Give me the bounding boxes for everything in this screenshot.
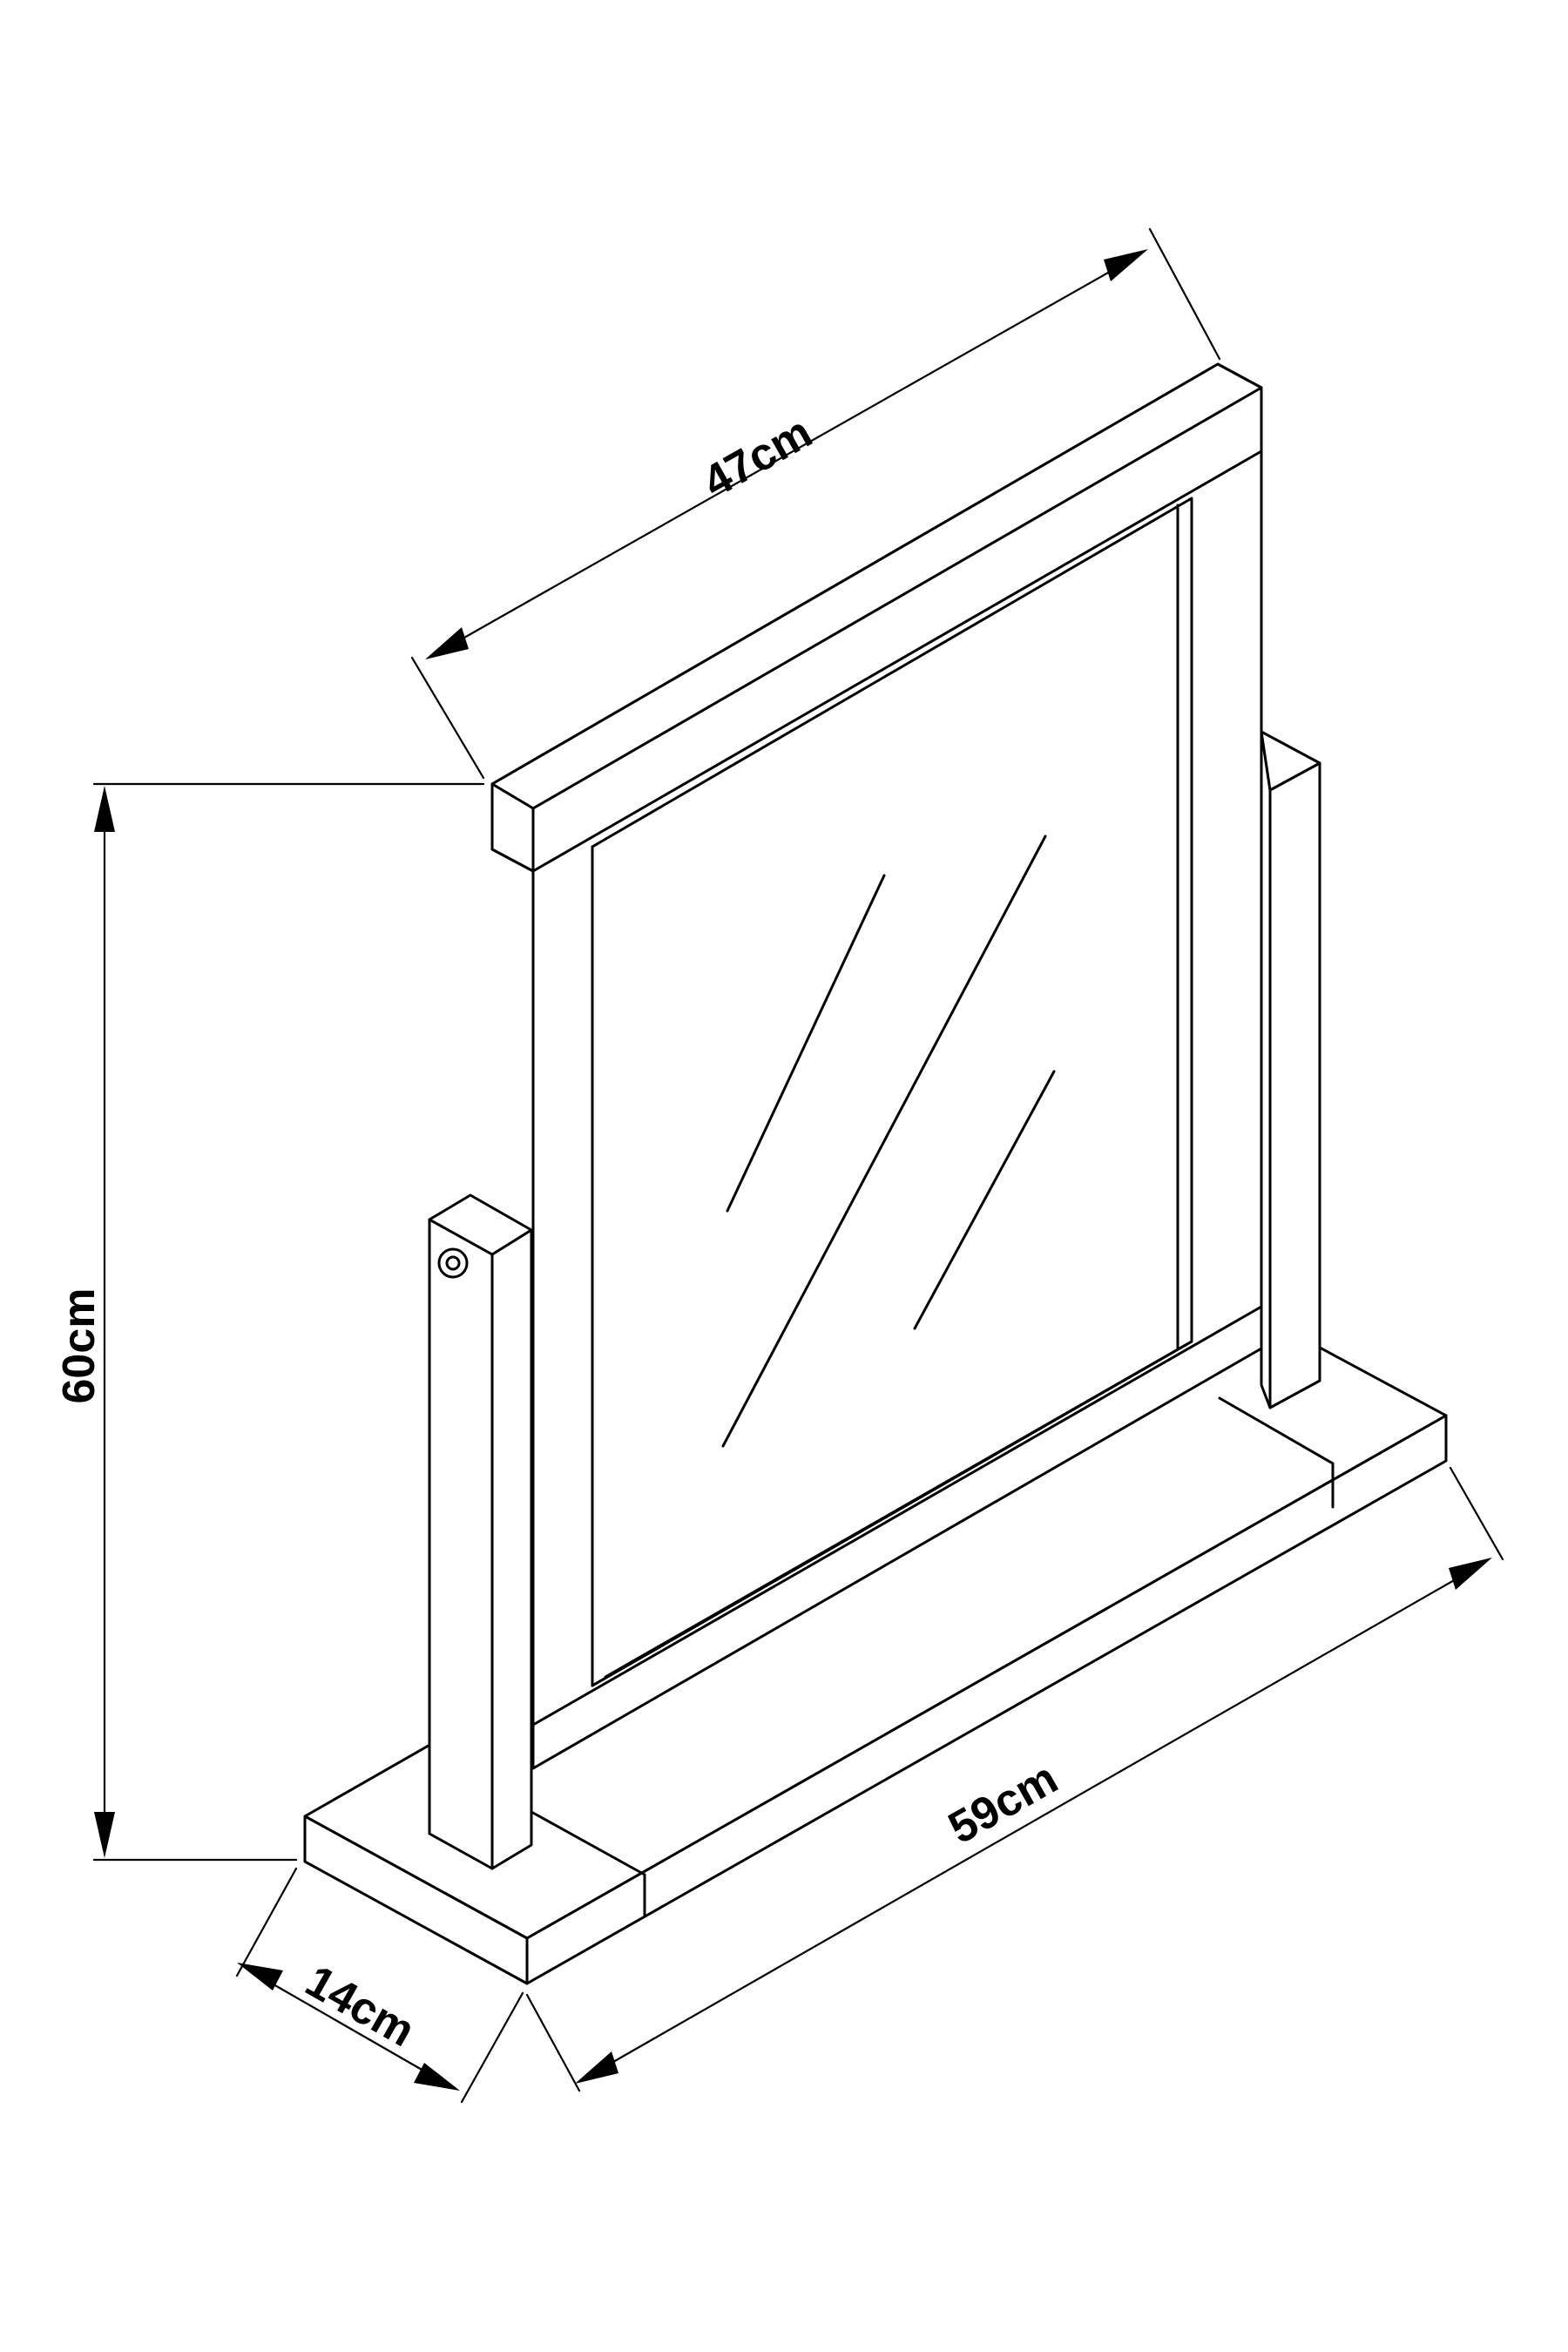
- right-post: [1260, 730, 1321, 1409]
- glass-inner-bottom: [604, 1340, 1193, 1679]
- arrow-depth-end: [414, 2063, 460, 2091]
- label-base-depth: 14cm: [297, 1956, 422, 2057]
- mirror-base: [303, 1292, 1448, 1985]
- left-post-side: [490, 1228, 533, 1870]
- arrow-width-start: [425, 627, 469, 659]
- ext-line-length-left: [525, 1993, 581, 2092]
- glint-2: [721, 835, 1047, 1448]
- arrow-depth-start: [237, 1963, 283, 1990]
- label-height: 60cm: [54, 1288, 105, 1404]
- ext-line-length-right: [1449, 1466, 1504, 1561]
- base-seam-right: [1218, 1396, 1335, 1465]
- ext-line-depth-left: [235, 1867, 298, 1977]
- right-post-front: [1268, 761, 1321, 1409]
- frame-bottom-rail: [531, 1305, 1263, 1770]
- arrow-length-start: [575, 2051, 618, 2084]
- right-post-top: [1260, 730, 1321, 792]
- left-post: [428, 1193, 533, 1870]
- dimension-height: 60cm: [54, 782, 485, 1862]
- frame-top-edge: [531, 449, 1263, 873]
- ext-line-width-left: [410, 656, 485, 780]
- label-width: 47cm: [694, 407, 820, 508]
- dim-line-width: [443, 260, 1130, 651]
- pivot-knob-icon: [437, 1247, 469, 1279]
- glint-1: [726, 874, 886, 1213]
- arrow-height-top: [94, 786, 115, 832]
- base-seam-left: [530, 1810, 646, 1876]
- arrow-length-end: [1449, 1558, 1492, 1590]
- arrow-width-end: [1104, 249, 1148, 281]
- dim-line-depth: [260, 1976, 437, 2079]
- dim-line-length: [599, 1571, 1470, 2071]
- left-post-front: [428, 1218, 494, 1870]
- ext-line-depth-right: [460, 1991, 524, 2104]
- base-side-face: [525, 1414, 1448, 1985]
- left-post-top: [428, 1193, 533, 1256]
- ext-line-width-right: [1148, 227, 1221, 361]
- glint-3: [913, 1070, 1056, 1330]
- pivot-knob-inner: [445, 1255, 461, 1271]
- mirror-frame: [490, 362, 1263, 1770]
- arrow-height-bottom: [94, 1812, 115, 1858]
